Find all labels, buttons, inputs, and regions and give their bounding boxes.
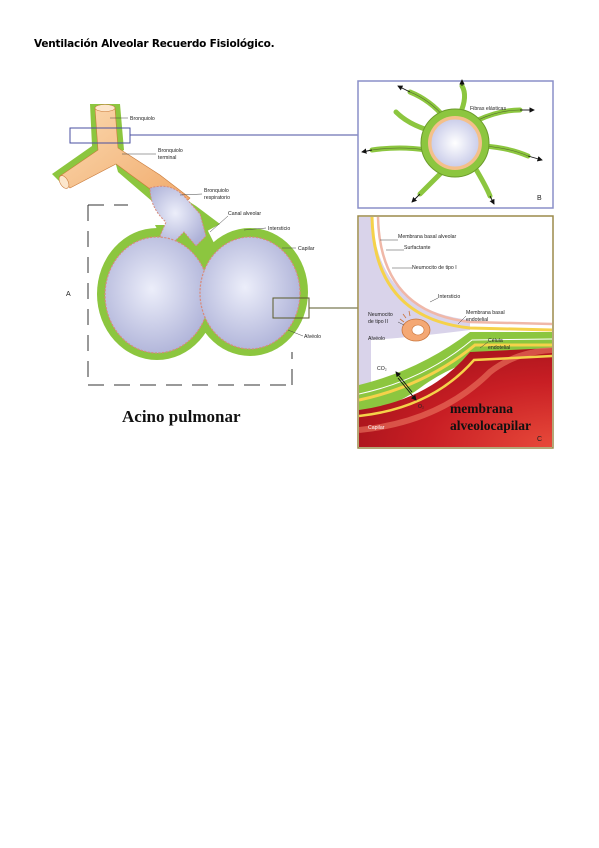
- panel-b-lumen: [430, 118, 480, 168]
- panel-a-letter: A: [66, 291, 71, 298]
- panel-a-dashed-frame: [87, 204, 293, 386]
- label-bronquiolo-respiratorio-2: respiratorio: [204, 195, 230, 201]
- label-intersticio: Intersticio: [268, 226, 290, 232]
- alveoli: [104, 236, 301, 354]
- type-2-pneumocyte: [399, 310, 431, 342]
- label-neumocito-tipo-1: Neumocito de tipo I: [412, 265, 457, 271]
- label-membrana-basal-alveolar: Membrana basal alveolar: [398, 234, 457, 240]
- label-membrana-basal-endotelial-l2: endotelial: [466, 317, 488, 323]
- caption-alveolocapilar: alveolocapilar: [450, 418, 531, 433]
- panel-c-letter: C: [537, 436, 542, 443]
- label-o2: O₂: [418, 404, 424, 410]
- label-bronquiolo: Bronquiolo: [130, 116, 155, 122]
- label-co2: CO₂: [377, 366, 387, 372]
- label-bronquiolo-terminal-1: Bronquiolo: [158, 148, 183, 154]
- label-membrana-basal-endotelial-l1: Membrana basal: [466, 310, 505, 316]
- label-capilar: Capilar: [298, 246, 315, 252]
- alveolus-left: [104, 236, 210, 354]
- panel-a: Bronquiolo Bronquiolo terminal Bronquiol…: [52, 104, 358, 426]
- panel-c: Membrana basal alveolar Surfactante Neum…: [357, 215, 554, 449]
- bronchiole-airway: [58, 104, 191, 211]
- alveolar-duct: [149, 185, 207, 247]
- page-title: Ventilación Alveolar Recuerdo Fisiológic…: [34, 38, 275, 50]
- label-neumocito-tipo-2-l1: Neumocito: [368, 312, 393, 318]
- fibre-arrows: [361, 79, 543, 205]
- label-neumocito-tipo-2-l2: de tipo II: [368, 319, 388, 325]
- label-bronquiolo-respiratorio-1: Bronquiolo: [204, 188, 229, 194]
- label-surfactante: Surfactante: [404, 245, 431, 251]
- label-alveolo: Alvéolo: [304, 334, 321, 340]
- alveolus-right: [199, 236, 301, 350]
- label-intersticio-c: Intersticio: [438, 294, 460, 300]
- panel-b: Fibras elásticas B: [357, 79, 554, 209]
- gas-exchange-arrows: [395, 371, 417, 401]
- label-bronquiolo-terminal-2: terminal: [158, 155, 176, 161]
- label-alveolo-c: Alvéolo: [368, 336, 385, 342]
- label-fibras-elasticas: Fibras elásticas: [470, 106, 506, 112]
- label-canal-alveolar: Canal alveolar: [228, 211, 261, 217]
- panel-b-letter: B: [537, 195, 542, 202]
- label-capilar-c: Capilar: [368, 425, 385, 431]
- caption-membrana: membrana: [450, 401, 513, 416]
- label-celula-endotelial-l1: Célula: [488, 338, 503, 344]
- label-celula-endotelial-l2: endotelial: [488, 345, 510, 351]
- caption-acino-pulmonar: Acino pulmonar: [122, 407, 241, 426]
